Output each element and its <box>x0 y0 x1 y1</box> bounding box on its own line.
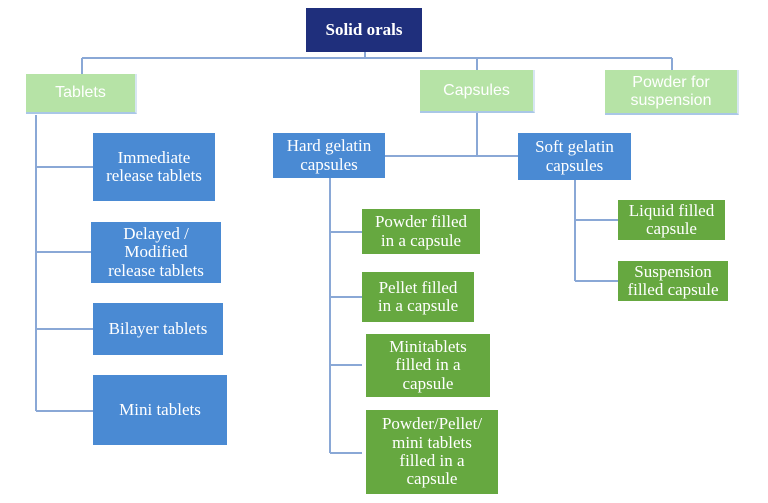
node-minitablets-filled-capsule: Minitablets filled in a capsule <box>366 334 490 397</box>
node-pellet-filled-capsule: Pellet filled in a capsule <box>362 272 474 322</box>
node-powder-filled-capsule: Powder filled in a capsule <box>362 209 480 254</box>
category-powder-for-suspension: Powder for suspension <box>605 70 739 115</box>
node-soft-gelatin-capsules: Soft gelatin capsules <box>518 133 631 180</box>
node-powder-pellet-minitablets-filled-capsule: Powder/Pellet/ mini tablets filled in a … <box>366 410 498 494</box>
node-immediate-release-tablets: Immediate release tablets <box>93 133 215 201</box>
root-node-solid-orals: Solid orals <box>306 8 422 52</box>
node-liquid-filled-capsule: Liquid filled capsule <box>618 200 725 240</box>
category-tablets: Tablets <box>26 74 137 114</box>
node-suspension-filled-capsule: Suspension filled capsule <box>618 261 728 301</box>
node-mini-tablets: Mini tablets <box>93 375 227 445</box>
category-capsules: Capsules <box>420 70 535 113</box>
node-bilayer-tablets: Bilayer tablets <box>93 303 223 355</box>
node-delayed-modified-release-tablets: Delayed / Modified release tablets <box>91 222 221 283</box>
node-hard-gelatin-capsules: Hard gelatin capsules <box>273 133 385 178</box>
